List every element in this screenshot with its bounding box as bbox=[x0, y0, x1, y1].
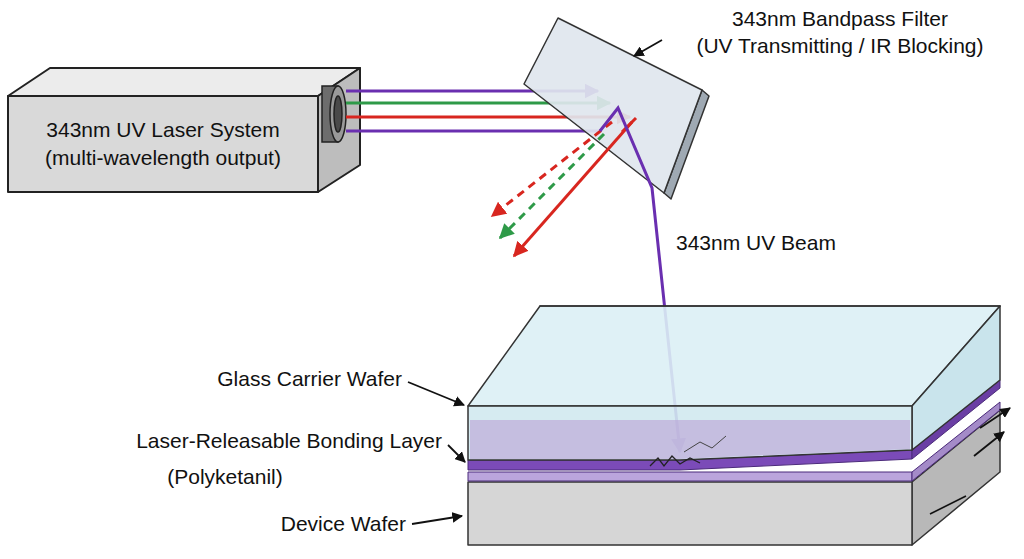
node-subtitle: (multi-wavelength output) bbox=[45, 144, 281, 172]
laser-lens bbox=[322, 86, 346, 142]
separation-arrow bbox=[974, 432, 1004, 456]
reflected-beams bbox=[492, 118, 636, 256]
leader-line bbox=[412, 516, 462, 524]
leader-line bbox=[448, 445, 465, 462]
laser-housing bbox=[8, 68, 360, 192]
material-label: (Polyketanil) bbox=[167, 464, 283, 489]
leader-line bbox=[634, 40, 662, 56]
layer-label: Glass Carrier Wafer bbox=[217, 366, 402, 391]
separation-arrow bbox=[930, 496, 966, 514]
leader-line bbox=[408, 382, 464, 405]
glass-carrier bbox=[468, 306, 1000, 460]
component-note: (UV Transmitting / IR Blocking) bbox=[696, 33, 983, 58]
beam-label: 343nm UV Beam bbox=[676, 230, 836, 255]
component-label: 343nm Bandpass Filter bbox=[732, 6, 948, 31]
release-crack bbox=[650, 456, 700, 466]
node-heading: 343nm UV Laser System bbox=[46, 116, 279, 144]
release-crack bbox=[684, 436, 726, 452]
laser-system-box: 343nm UV Laser System(multi-wavelength o… bbox=[8, 96, 318, 192]
layer-label: Device Wafer bbox=[281, 511, 406, 536]
layer-label: Laser-Releasable Bonding Layer bbox=[136, 428, 442, 453]
separation-arrow bbox=[980, 408, 1010, 428]
